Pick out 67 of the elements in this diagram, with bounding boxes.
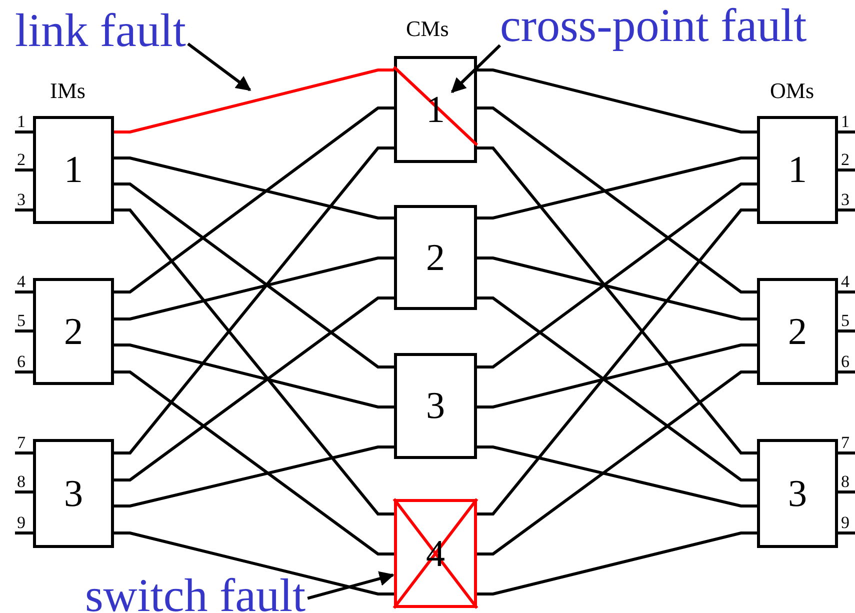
port-number: 4 <box>841 273 850 290</box>
switch-module-box <box>33 116 114 224</box>
port-number: 1 <box>17 113 26 130</box>
link-line <box>477 156 757 220</box>
module-number: 1 <box>788 148 807 192</box>
leader-line <box>450 44 502 94</box>
fault-label: switch fault <box>85 575 306 613</box>
module-number: 3 <box>64 472 83 516</box>
module-number: 2 <box>788 310 807 354</box>
link-line <box>477 208 757 516</box>
port-number: 1 <box>841 113 850 130</box>
port-number: 2 <box>17 151 26 168</box>
leader-line <box>187 42 252 92</box>
port-number: 4 <box>17 273 26 290</box>
link-line <box>477 146 757 454</box>
column-heading: IMs <box>50 80 86 102</box>
module-number: 3 <box>426 384 445 428</box>
switch-module-box <box>757 439 838 548</box>
module-number: 1 <box>64 148 83 192</box>
switch-module-box <box>757 116 838 224</box>
link-line <box>114 146 394 454</box>
switch-module-box <box>394 353 477 459</box>
port-number: 7 <box>17 434 26 451</box>
link-line <box>114 344 394 408</box>
link-line <box>114 256 394 320</box>
module-number: 2 <box>426 236 445 280</box>
link-line <box>477 106 757 294</box>
leader-line <box>307 571 394 600</box>
switch-module-box <box>757 278 838 385</box>
column-heading: OMs <box>770 80 814 102</box>
column-heading: CMs <box>406 18 449 40</box>
link-line <box>114 296 394 482</box>
link-line <box>114 370 394 556</box>
port-number: 5 <box>17 312 26 329</box>
port-number: 8 <box>841 473 850 490</box>
link-line <box>477 446 757 508</box>
port-number: 6 <box>17 353 26 370</box>
link-line <box>477 370 757 556</box>
link-line <box>114 156 394 220</box>
fault-label: link fault <box>15 10 186 52</box>
port-number: 3 <box>17 191 26 208</box>
link-line <box>477 296 757 482</box>
module-number: 2 <box>64 310 83 354</box>
switch-module-box <box>33 278 114 385</box>
link-line <box>477 68 757 134</box>
port-number: 6 <box>841 353 850 370</box>
link-line <box>114 68 394 134</box>
port-number: 9 <box>17 514 26 531</box>
port-number: 7 <box>841 434 850 451</box>
link-line <box>477 532 757 596</box>
switch-module-box <box>394 205 477 310</box>
link-line <box>114 446 394 508</box>
switch-module-box <box>33 439 114 548</box>
port-number: 9 <box>841 514 850 531</box>
link-line <box>477 182 757 368</box>
link-line <box>114 106 394 294</box>
module-number: 3 <box>788 472 807 516</box>
link-line <box>114 532 394 596</box>
link-line <box>114 182 394 368</box>
link-line <box>477 256 757 320</box>
link-line <box>114 208 394 516</box>
port-number: 8 <box>17 473 26 490</box>
switch-module-box <box>394 56 477 163</box>
port-number: 5 <box>841 312 850 329</box>
port-number: 2 <box>841 151 850 168</box>
port-number: 3 <box>841 191 850 208</box>
link-line <box>477 344 757 408</box>
